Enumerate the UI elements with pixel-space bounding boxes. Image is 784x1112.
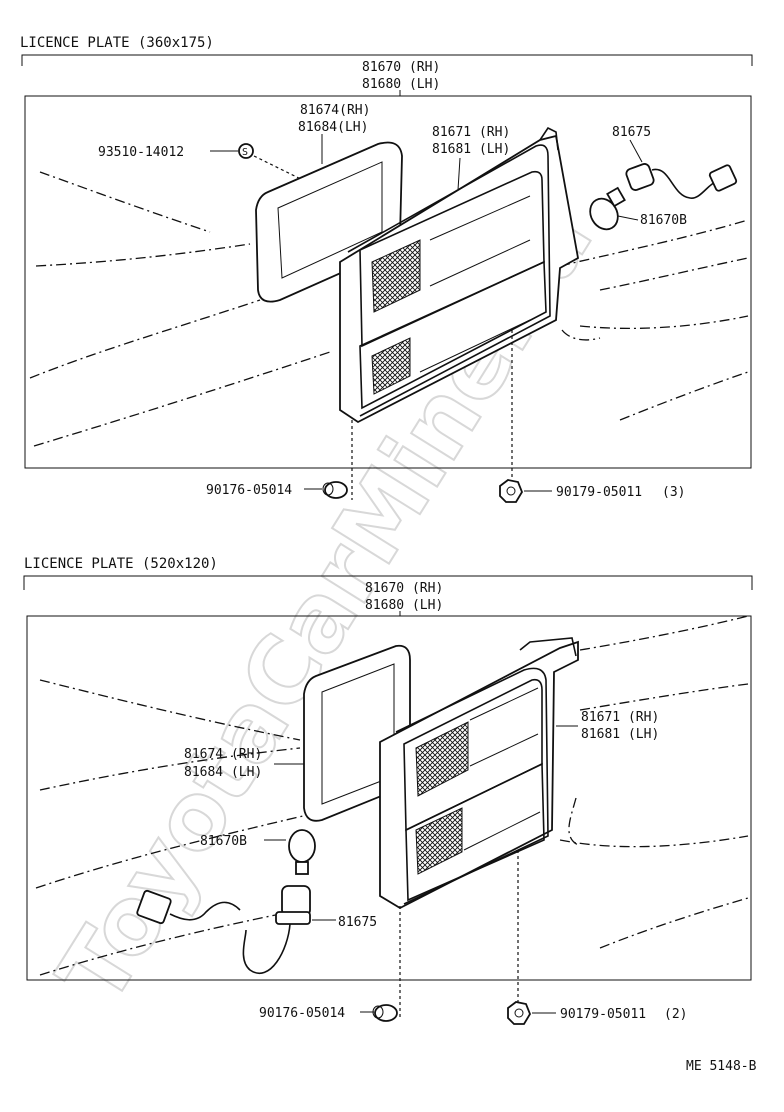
top-bulb-icon [589,186,626,231]
bottom-lamp-housing [379,637,579,910]
bottom-socket-icon [136,885,311,974]
top-frame [24,95,752,469]
top-assembly-lh: 81680 (LH) [362,77,440,92]
top-lens-rh: 81671 (RH) [432,125,510,140]
bottom-assembly-lh: 81680 (LH) [365,598,443,613]
bottom-nut-qty: (2) [664,1007,687,1022]
bottom-frame [26,615,752,981]
top-bulb-leader [617,215,639,221]
bottom-clip-icon [372,1004,398,1022]
top-gasket-lh: 81684(LH) [298,120,368,135]
top-screw-icon [238,143,254,159]
bottom-bulb-label: 81670B [200,834,247,849]
bottom-clip-label: 90176-05014 [259,1006,345,1021]
section-top: LICENCE PLATE (360x175) 81670 (RH) 81680… [20,35,753,503]
top-lamp-housing [339,126,579,424]
top-clip-label: 90176-05014 [206,483,292,498]
section-bottom-title: LICENCE PLATE (520x120) [24,556,218,572]
top-socket-label: 81675 [612,125,651,140]
bottom-gasket-lh: 81684 (LH) [184,765,262,780]
top-assembly-rh: 81670 (RH) [362,60,440,75]
top-clip-icon [322,481,348,499]
bottom-nut-icon [507,1001,532,1025]
bottom-lens-lh: 81681 (LH) [581,727,659,742]
top-lens-leader [457,157,461,191]
top-gasket-rh: 81674(RH) [300,103,370,118]
bottom-nut-label: 90179-05011 [560,1007,646,1022]
top-bracket [21,54,753,66]
top-nut-label: 90179-05011 [556,485,642,500]
top-socket-icon [625,163,738,199]
top-screw-label: 93510-14012 [98,145,184,160]
bottom-gasket-rh: 81674 (RH) [184,747,262,762]
bottom-lens-rh: 81671 (RH) [581,710,659,725]
top-body-outline [29,171,749,447]
bottom-bulb-icon [288,829,316,875]
bottom-assembly-rh: 81670 (RH) [365,581,443,596]
top-nut-qty: (3) [662,485,685,500]
doc-code: ME 5148-B [686,1059,757,1074]
top-socket-leader [629,139,643,163]
section-bottom: LICENCE PLATE (520x120) 81670 (RH) 81680… [23,556,753,1025]
section-top-title: LICENCE PLATE (360x175) [20,35,214,51]
bottom-body-outline [35,615,749,976]
top-nut-icon [499,479,524,503]
top-bulb-label: 81670B [640,213,687,228]
top-lens-lh: 81681 (LH) [432,142,510,157]
bottom-socket-label: 81675 [338,915,377,930]
bottom-bracket [23,575,753,590]
top-screw-mark: S [242,147,248,158]
